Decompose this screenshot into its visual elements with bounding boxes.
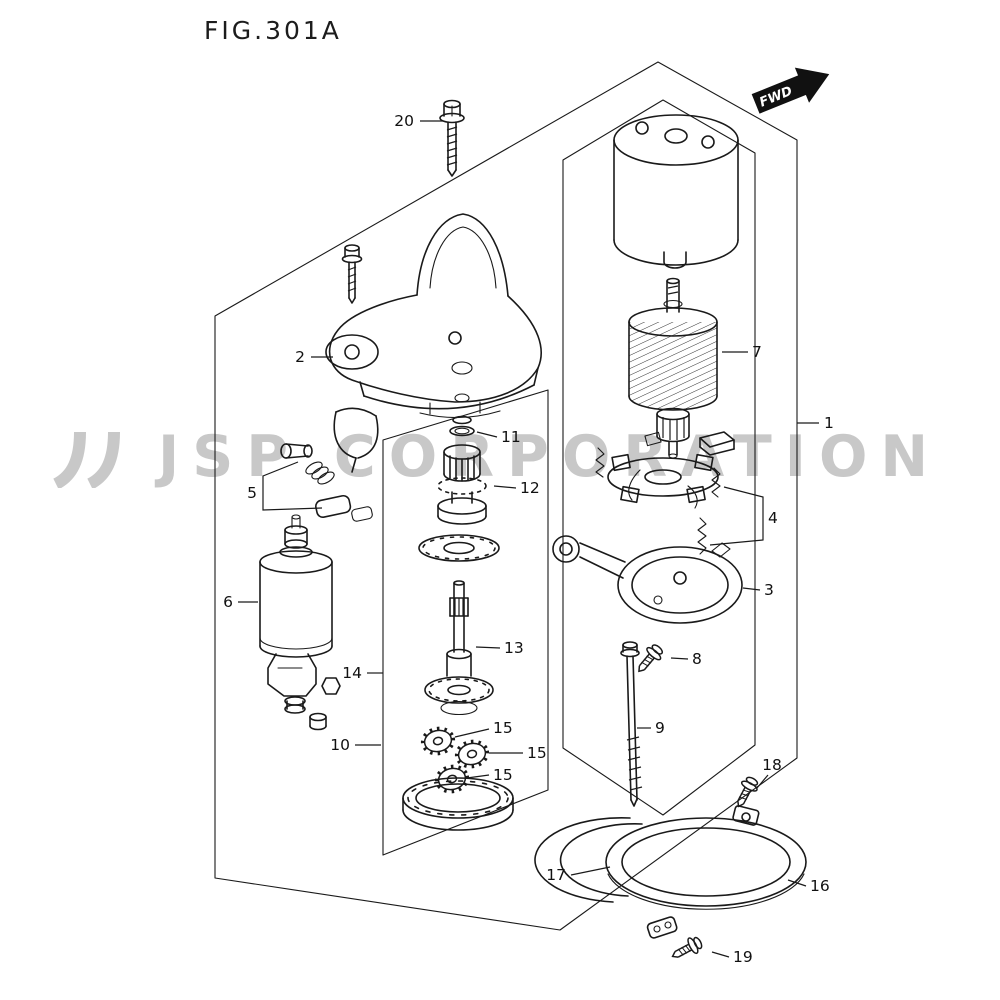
part-4-brush-holder-drawing <box>595 431 735 555</box>
callout-1: 1 <box>797 414 834 432</box>
callout-11: 11 <box>476 428 521 446</box>
leader-line <box>670 657 689 660</box>
callout-9: 9 <box>637 719 665 737</box>
leader-line <box>466 774 490 779</box>
callout-label: 6 <box>223 593 233 611</box>
callout-6: 6 <box>223 593 258 611</box>
part-6-solenoid-drawing <box>259 514 341 714</box>
callout-4: 4 <box>709 486 778 546</box>
callout-13: 13 <box>475 639 524 657</box>
callout-label: 7 <box>752 343 762 361</box>
part-2-cover-drawing <box>325 213 542 419</box>
callout-label: 3 <box>764 581 774 599</box>
leader-line <box>493 485 517 489</box>
callout-label: 15 <box>493 719 513 737</box>
callout-label: 1 <box>824 414 834 432</box>
callout-label: 15 <box>527 744 547 762</box>
leader-line <box>570 866 611 876</box>
callout-10: 10 <box>330 736 381 754</box>
part-19-screw-drawing <box>667 933 706 965</box>
motor-end-cap-drawing <box>613 114 739 269</box>
callout-label: 14 <box>342 664 362 682</box>
callout-label: 16 <box>810 877 830 895</box>
part-13-shaft-drawing <box>424 580 494 716</box>
part-7-armature-drawing <box>628 277 718 459</box>
callout-label: 19 <box>733 948 753 966</box>
callout-7: 7 <box>722 343 762 361</box>
callout-label: 2 <box>295 348 305 366</box>
callout-3: 3 <box>742 581 774 599</box>
fwd-arrow: FWD <box>751 67 830 114</box>
callout-15c: 15 <box>466 766 513 784</box>
callout-18: 18 <box>756 756 782 789</box>
part-11-stopper-drawing <box>449 415 475 437</box>
callout-label: 15 <box>493 766 513 784</box>
leader-line <box>787 879 807 887</box>
callout-label: 20 <box>394 112 414 130</box>
part-12-pinion-drawing <box>418 444 500 562</box>
callout-15a: 15 <box>454 719 513 738</box>
callout-19: 19 <box>711 948 753 966</box>
cover-screw-drawing <box>341 244 363 304</box>
callout-label: 10 <box>330 736 350 754</box>
leader-line <box>756 774 769 789</box>
callout-label: 11 <box>501 428 521 446</box>
callout-label: 12 <box>520 479 540 497</box>
leader-bracket <box>709 486 764 546</box>
part-17-bracket-drawing <box>534 816 678 939</box>
callout-label: 8 <box>692 650 702 668</box>
part-9-bolt-drawing <box>620 641 643 807</box>
inner-frame-right <box>562 99 756 816</box>
part-20-bolt-drawing <box>439 99 465 177</box>
ring-gear-drawing <box>402 777 514 831</box>
callout-8: 8 <box>670 650 702 668</box>
callout-15b: 15 <box>489 744 547 762</box>
leader-line <box>742 587 761 591</box>
inner-frame-gear-assembly <box>382 389 549 856</box>
part-18-screw-drawing <box>730 773 762 812</box>
watermark-text: JSP CORPORATION <box>158 424 942 490</box>
part-3-housing-drawing <box>552 535 743 624</box>
callout-14: 14 <box>342 664 383 682</box>
callout-label: 17 <box>546 866 566 884</box>
leader-bracket <box>262 461 323 511</box>
callout-label: 5 <box>247 484 257 502</box>
callout-label: 9 <box>655 719 665 737</box>
leader-line <box>476 431 498 438</box>
leader-line <box>711 951 730 958</box>
callout-2: 2 <box>295 348 333 366</box>
callout-5: 5 <box>247 461 323 511</box>
part-10-nut-drawing <box>309 712 327 731</box>
callout-17: 17 <box>546 866 611 884</box>
part-16-band-drawing <box>605 805 807 910</box>
callout-20: 20 <box>394 112 443 130</box>
callout-12: 12 <box>493 479 540 497</box>
leader-line <box>454 728 490 738</box>
callout-label: 4 <box>768 509 778 527</box>
part-5-lever-drawing <box>280 407 379 522</box>
callout-label: 13 <box>504 639 524 657</box>
callout-label: 18 <box>762 756 782 774</box>
outer-frame <box>214 61 798 931</box>
figure-title: FIG.301A <box>204 16 342 45</box>
leader-line <box>475 646 501 649</box>
callout-16: 16 <box>787 877 830 895</box>
watermark-logo <box>52 431 120 488</box>
watermark: JSP CORPORATION <box>48 426 941 488</box>
